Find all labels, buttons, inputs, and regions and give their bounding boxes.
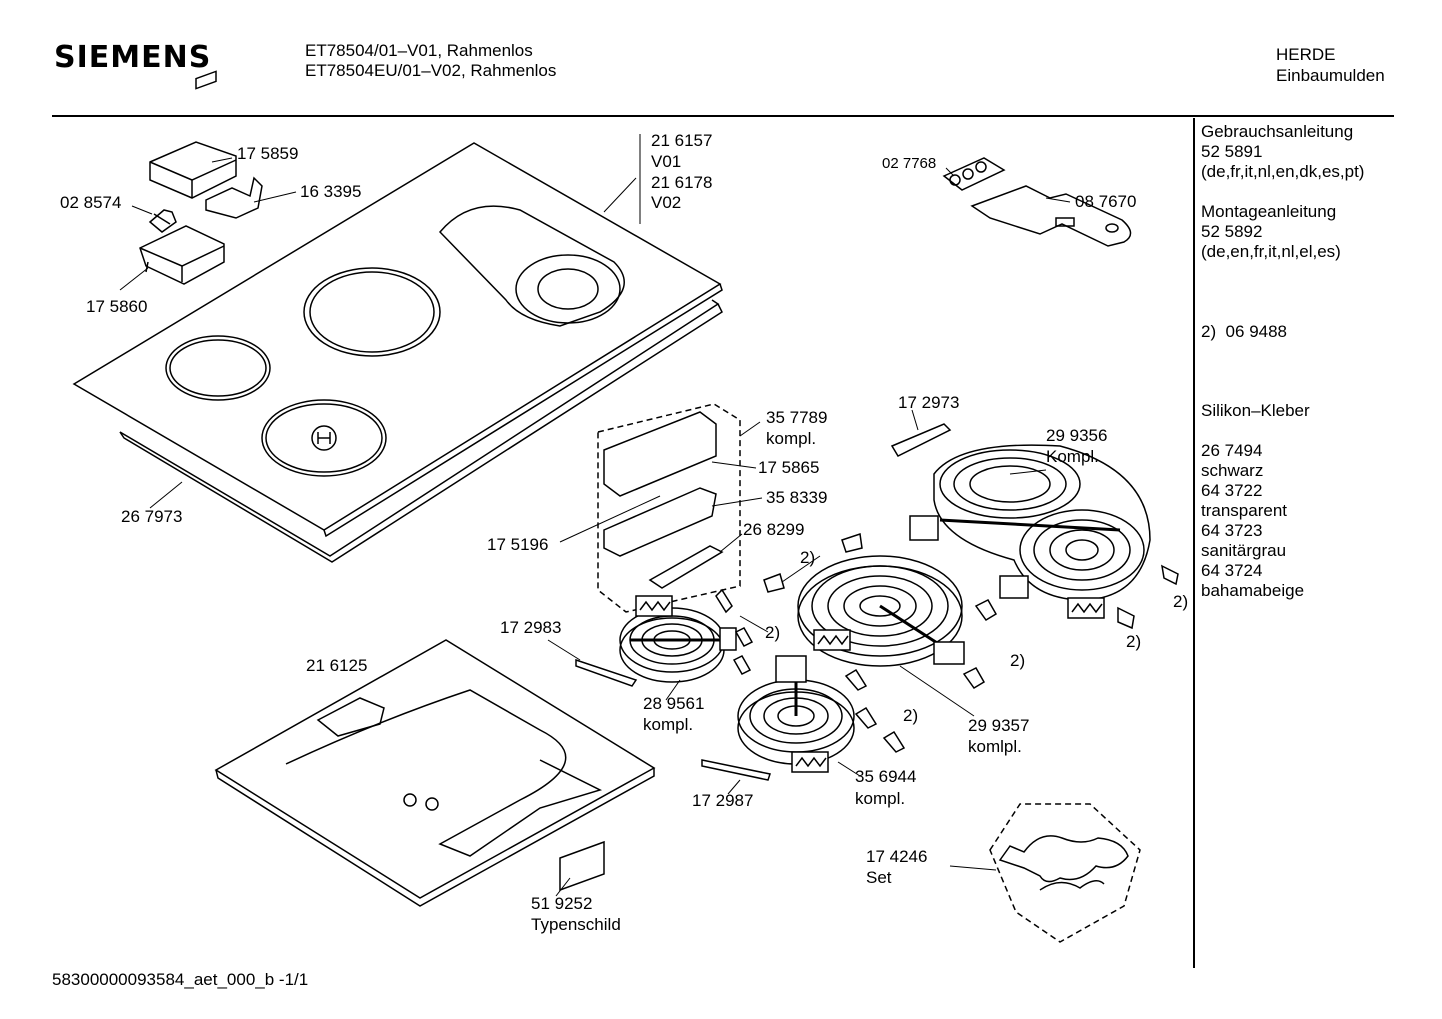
type-plate — [559, 840, 605, 892]
sidebar-silicone-title: Silikon–Kleber — [1201, 401, 1310, 420]
footnote-marker: 2) — [800, 548, 816, 567]
sidebar-user-manual-number: 52 5891 — [1201, 142, 1263, 161]
heater-299356 — [909, 444, 1151, 619]
label-175196: 17 5196 — [487, 535, 549, 554]
footnote-marker: 2) — [1173, 592, 1189, 611]
model-line-1: ET78504/01–V01, Rahmenlos — [305, 41, 533, 60]
sidebar-installation-title: Montageanleitung — [1201, 202, 1337, 221]
model-line-2: ET78504EU/01–V02, Rahmenlos — [305, 61, 557, 80]
label-v02: V02 — [651, 193, 682, 212]
label-174246: 17 4246 — [866, 847, 928, 866]
sidebar-installation-languages: (de,en,fr,it,nl,el,es) — [1201, 242, 1341, 261]
label-299356: 29 9356 — [1046, 426, 1108, 445]
label-087670: 08 7670 — [1075, 192, 1137, 211]
label-357789-kompl: kompl. — [766, 429, 817, 448]
label-289561: 28 9561 — [643, 694, 705, 713]
bottom-housing — [214, 639, 656, 907]
label-172983: 17 2983 — [500, 618, 562, 637]
footnote-marker: 2) — [1126, 632, 1142, 651]
electronics-parts — [139, 70, 263, 285]
sidebar-silicone-2-color: transparent — [1201, 501, 1287, 520]
label-358339: 35 8339 — [766, 488, 828, 507]
label-028574: 02 8574 — [60, 193, 122, 212]
label-172987: 17 2987 — [692, 791, 754, 810]
sidebar-silicone-1-color: schwarz — [1201, 461, 1264, 480]
heater-289561 — [619, 595, 737, 683]
label-267973: 26 7973 — [121, 507, 183, 526]
footnote-marker: 2) — [903, 706, 919, 725]
label-216178: 21 6178 — [651, 173, 713, 192]
label-typenschild: Typenschild — [531, 915, 621, 934]
label-027768: 02 7768 — [882, 155, 937, 172]
label-175865: 17 5865 — [758, 458, 820, 477]
label-289561-kompl: kompl. — [643, 715, 694, 734]
label-268299: 26 8299 — [743, 520, 805, 539]
document-id: 58300000093584_aet_000_b -1/1 — [52, 970, 309, 989]
label-174246-set: Set — [866, 868, 892, 887]
scraper-parts — [942, 157, 1132, 247]
label-357789: 35 7789 — [766, 408, 828, 427]
label-356944-kompl: kompl. — [855, 789, 906, 808]
label-163395: 16 3395 — [300, 182, 362, 201]
heater-356944 — [737, 655, 855, 773]
label-172973: 17 2973 — [898, 393, 960, 412]
sidebar-silicone-3-color: sanitärgrau — [1201, 541, 1287, 560]
sidebar-silicone-4-number: 64 3724 — [1201, 561, 1263, 580]
heater-299357 — [797, 555, 965, 667]
label-356944: 35 6944 — [855, 767, 917, 786]
label-v01: V01 — [651, 152, 682, 171]
label-175860: 17 5860 — [86, 297, 148, 316]
sidebar-user-manual-title: Gebrauchsanleitung — [1201, 122, 1354, 141]
brand-logo: SIEMENS — [54, 40, 212, 75]
label-299357-komlpl: komlpl. — [968, 737, 1022, 756]
footnote-marker: 2) — [1010, 651, 1026, 670]
glass-ceramic-top — [72, 142, 723, 563]
label-519252: 51 9252 — [531, 894, 593, 913]
sidebar-silicone-3-number: 64 3723 — [1201, 521, 1263, 540]
label-299356-kompl: Kompl. — [1046, 447, 1099, 466]
leader-lines — [119, 134, 1071, 897]
set-174246 — [989, 803, 1141, 943]
label-216125: 21 6125 — [306, 656, 368, 675]
sidebar-silicone-1-number: 26 7494 — [1201, 441, 1263, 460]
footnote-marker: 2) — [765, 623, 781, 642]
control-module — [597, 403, 741, 613]
sidebar-silicone-2-number: 64 3722 — [1201, 481, 1263, 500]
sidebar-footnote: 2) 06 9488 — [1201, 322, 1288, 341]
label-216157: 21 6157 — [651, 131, 713, 150]
category-line-2: Einbaumulden — [1276, 66, 1385, 85]
label-299357: 29 9357 — [968, 716, 1030, 735]
label-175859: 17 5859 — [237, 144, 299, 163]
sidebar-installation-number: 52 5892 — [1201, 222, 1263, 241]
category-line-1: HERDE — [1276, 45, 1336, 64]
sidebar-user-manual-languages: (de,fr,it,nl,en,dk,es,pt) — [1201, 162, 1365, 181]
clips-and-sensors — [575, 423, 1179, 781]
sidebar-silicone-4-color: bahamabeige — [1201, 581, 1305, 600]
